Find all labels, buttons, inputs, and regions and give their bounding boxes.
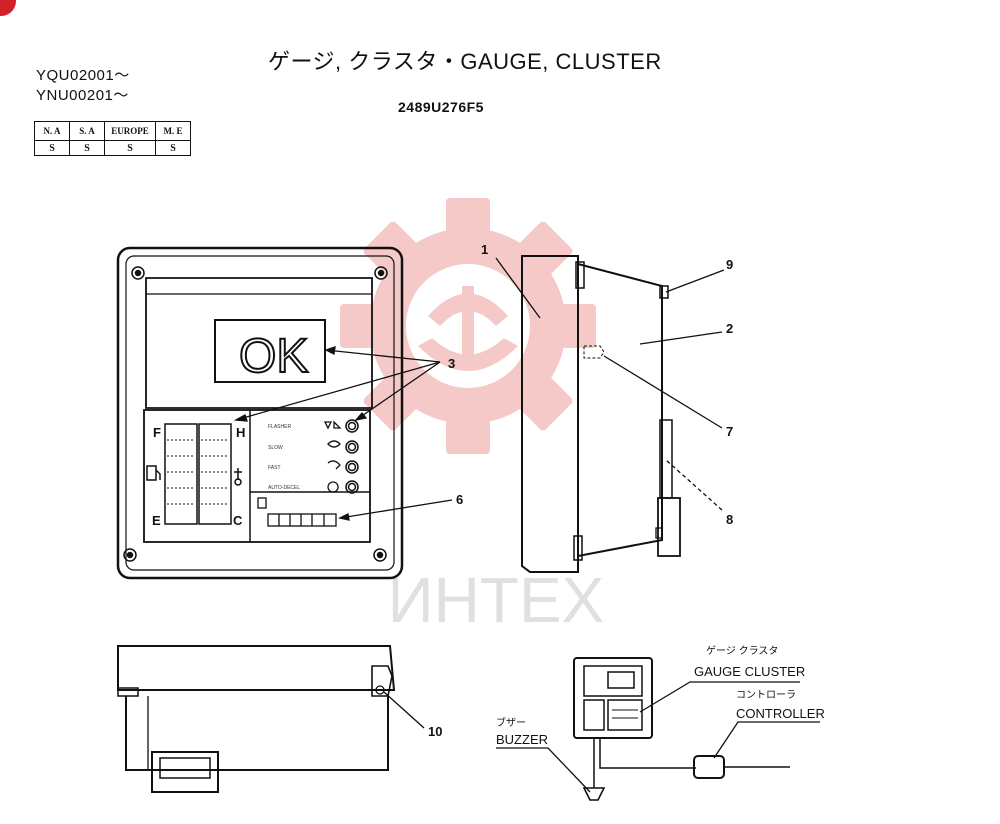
controller-box [693,755,725,779]
ok-display-frame [214,319,326,383]
callout-6: 6 [456,492,463,507]
bottom-connector [151,751,219,793]
front-view [116,246,404,580]
fuel-gauge-segments [167,439,195,505]
callout-8: 8 [726,512,733,527]
serial-range-2: YNU00201～ [36,87,129,104]
market-table-value-row: S S S S [34,140,191,156]
temp-cold-label: C [233,513,243,528]
callout-10: 10 [428,724,442,739]
bottom-body [125,696,389,771]
bottom-view [117,645,396,793]
front-housing [116,246,404,580]
side-screw [659,285,669,299]
callout-9: 9 [726,257,733,272]
callout-3: 3 [448,356,455,371]
temperature-gauge [198,423,232,525]
schematic-cluster-box [573,657,653,739]
side-front-bezel [521,255,579,573]
fuel-pump-icon [146,465,161,481]
display-window [145,277,373,409]
corner-screw-icons [123,266,388,562]
side-connector-block [657,497,681,557]
callout-7: 7 [726,424,733,439]
side-view [521,255,681,573]
lower-panel [143,409,371,543]
bottom-lip [117,645,396,691]
fuel-full-label: F [153,425,161,440]
callout-1: 1 [481,242,488,257]
buzzer-jp-label: ブザー [496,716,526,729]
fuel-empty-label: E [152,513,161,528]
indicator-label-auto-decel: AUTO-DECEL [268,485,300,491]
leader-lines [233,257,820,793]
indicator-label-fast: FAST [268,465,281,471]
wiring-schematic [573,657,790,801]
page-title: ゲージ, クラスタ・GAUGE, CLUSTER [268,49,662,74]
front-bezel [125,255,395,571]
fuel-gauge [164,423,198,525]
buzzer-icon [582,787,606,801]
thermometer-icon [234,468,242,486]
market-table: N. A S. A EUROPE M. E S S S S [34,121,191,156]
indicator-label-slow: SLOW [268,445,283,451]
market-na-value: S [34,140,70,156]
watermark-gear-icon [340,198,596,454]
callout-2: 2 [726,321,733,336]
gauge-cluster-jp-label: ゲージ クラスタ [706,645,778,657]
controller-en-label: CONTROLLER [736,706,825,721]
ok-display-text: OK [239,330,308,383]
watermark-text: ИНТЕХ [388,564,605,636]
part-number: 2489U276F5 [398,99,484,115]
bottom-screw-icon [371,665,393,697]
side-bulb-hidden [583,345,605,359]
market-me-value: S [155,140,191,156]
indicator-label-flasher: FLASHER [268,424,291,430]
watermark: ИНТЕХ [340,198,604,636]
side-rear-case [577,263,663,557]
serial-range-1: YQU02001～ [36,67,130,84]
temperature-gauge-segments [201,439,229,505]
hour-meter [257,497,337,527]
schematic-wire-controller [599,738,696,769]
indicator-lamps [345,419,359,494]
controller-jp-label: コントローラ [736,689,796,701]
buzzer-en-label: BUZZER [496,732,548,747]
indicator-symbol-icons [323,420,342,493]
temp-hot-label: H [236,425,245,440]
gauge-cluster-en-label: GAUGE CLUSTER [694,664,805,679]
